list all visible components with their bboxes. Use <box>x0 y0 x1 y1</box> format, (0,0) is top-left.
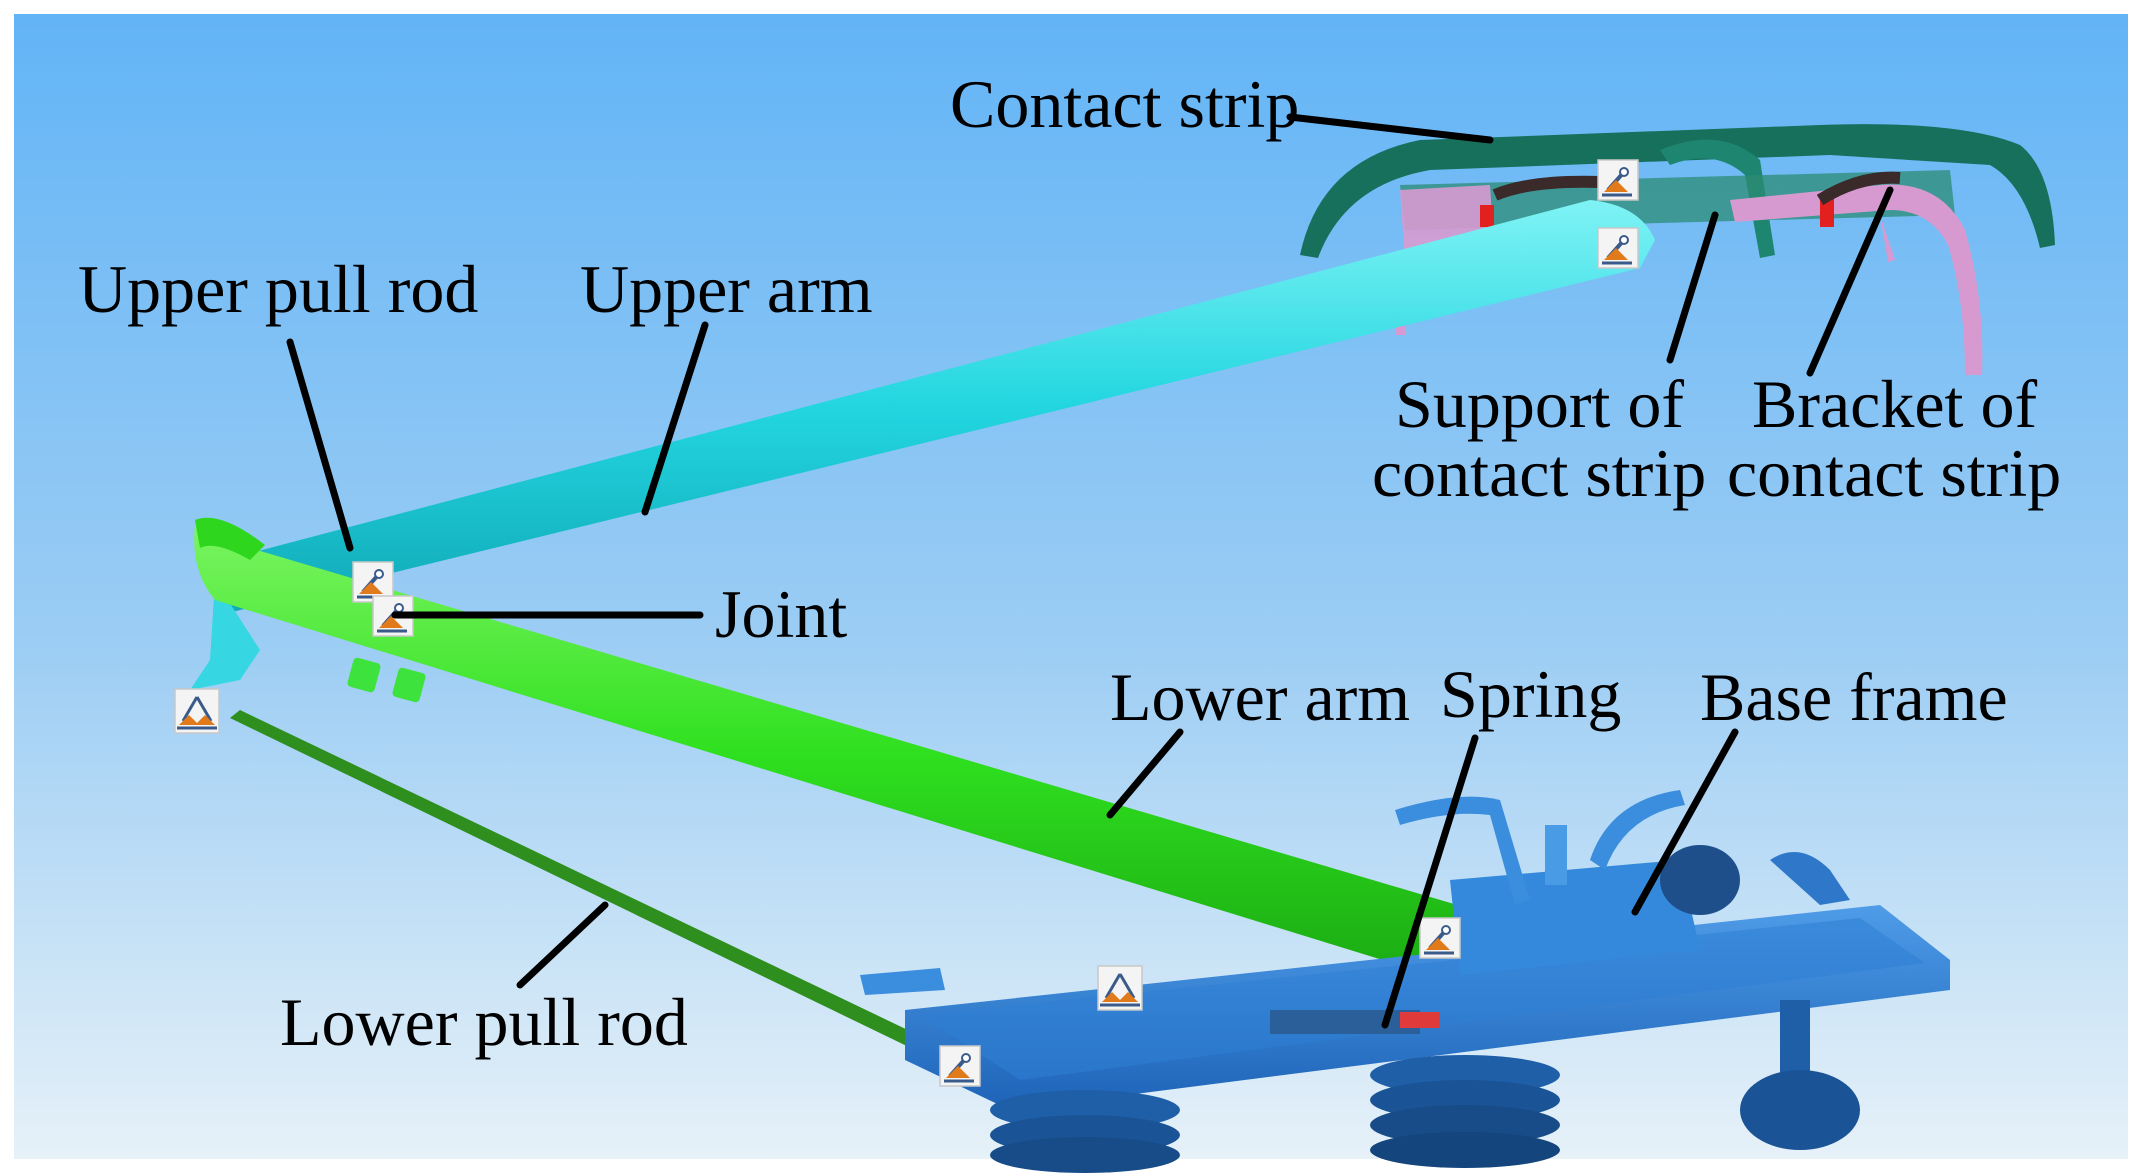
label-bracket-line2: contact strip <box>1727 435 2061 511</box>
label-support-line1: Support of <box>1395 366 1684 442</box>
insulator-middle <box>1370 1055 1560 1168</box>
leader-contact-strip <box>1286 113 1494 144</box>
bracket-red-clip-left <box>1480 205 1494 227</box>
label-bracket-line1: Bracket of <box>1752 366 2037 442</box>
upper-arm-elbow <box>190 580 260 690</box>
leader-spring <box>1381 734 1479 1029</box>
lower-arm-lug-1 <box>347 657 381 693</box>
insulator-right <box>1740 1000 1860 1150</box>
leader-support <box>1666 211 1719 364</box>
leader-lower-arm <box>1106 728 1184 819</box>
base-frame-inner <box>920 918 1925 1080</box>
leader-upper-pull-rod <box>286 338 354 552</box>
label-spring: Spring <box>1440 656 1621 732</box>
bracket-right <box>1730 184 1983 375</box>
support-post-right <box>1880 215 1895 262</box>
leader-base-frame <box>1631 728 1739 916</box>
contact-strip-horn <box>1660 139 1775 258</box>
lower-arm-tip <box>195 517 265 560</box>
label-support-line2: contact strip <box>1372 435 1706 511</box>
joint-marker-icon <box>938 1044 982 1088</box>
label-lower-arm: Lower arm <box>1110 659 1410 735</box>
base-frame-front-lug <box>860 968 945 995</box>
base-frame-handle-right <box>1590 790 1685 870</box>
lower-arm-shape <box>194 520 1546 990</box>
leader-upper-arm <box>641 321 709 516</box>
base-frame-post <box>1545 825 1567 885</box>
leader-lower-pull-rod <box>516 901 609 989</box>
joint-marker-icon <box>1596 226 1640 270</box>
base-frame-drive <box>1660 845 1740 915</box>
insulator-left <box>990 1090 1180 1173</box>
upper-arm-shape <box>205 200 1655 612</box>
leader-bracket <box>1806 186 1894 377</box>
spring-red-mark <box>1400 1012 1440 1028</box>
contact-strip-shape <box>1300 124 2055 259</box>
joint-marker-icon <box>1596 158 1640 202</box>
spherical-joint-icon <box>173 687 221 735</box>
base-frame-handle-left <box>1395 796 1530 905</box>
spring-cable-right <box>1816 171 1901 206</box>
lower-arm-lug-2 <box>392 667 426 703</box>
spherical-joint-icon <box>1096 964 1144 1012</box>
label-upper-arm: Upper arm <box>580 251 873 327</box>
label-contact-strip: Contact strip <box>950 66 1299 142</box>
spring-cable-left <box>1492 175 1601 201</box>
base-frame-rear-lug <box>1770 852 1850 905</box>
spring-shape <box>1270 1010 1420 1034</box>
base-frame-assembly <box>860 790 1950 1173</box>
label-base-frame: Base frame <box>1700 659 2008 735</box>
lower-pull-rod-shape <box>230 710 960 1067</box>
label-lower-pull-rod: Lower pull rod <box>280 984 688 1060</box>
joint-marker-icon <box>1418 916 1462 960</box>
label-joint: Joint <box>715 576 847 652</box>
leader-lines <box>286 113 1894 1029</box>
label-upper-pull-rod: Upper pull rod <box>78 251 478 327</box>
